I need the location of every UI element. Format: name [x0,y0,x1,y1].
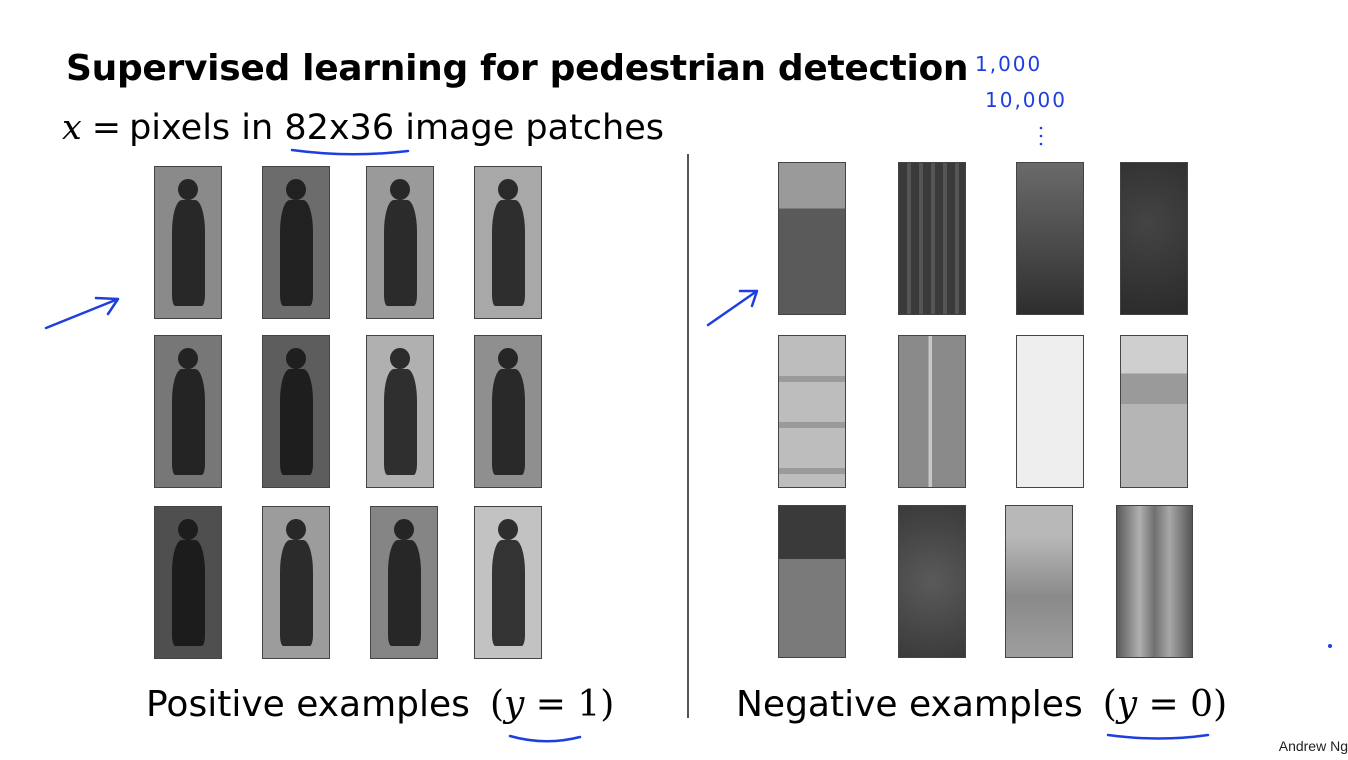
positive-patch [474,166,542,319]
negative-patch [1016,335,1084,488]
negative-patch [898,505,966,658]
negative-patch [898,162,966,315]
positive-patch [474,335,542,488]
label-value: 1 [577,684,601,725]
negative-patch [778,505,846,658]
y-variable: y [503,684,525,725]
equals-sign: = [1137,684,1191,725]
negative-caption: Negative examples (y = 0) [736,684,1227,725]
negative-expression: (y = 0) [1103,684,1227,725]
subtitle-suffix: image patches [394,108,664,148]
negative-patch [1120,162,1188,315]
patch-size: 82x36 [284,108,395,148]
handwritten-count-small: 1,000 [975,52,1043,76]
label-value: 0 [1190,684,1214,725]
stray-dot [1328,644,1332,648]
positive-patch [474,506,542,659]
positive-expression: (y = 1) [490,684,614,725]
underline-patch-size [290,148,410,156]
positive-label: Positive examples [146,684,470,725]
positive-patch [366,166,434,319]
positive-patch [366,335,434,488]
subtitle-prefix: pixels in [129,108,285,148]
ellipsis-dot [1039,142,1043,146]
positive-patch [154,506,222,659]
underline-negative [1106,733,1210,740]
positive-patch [154,335,222,488]
equals-sign: = [91,108,122,148]
positive-caption: Positive examples (y = 1) [146,684,614,725]
arrow-icon [706,289,759,327]
author-credit: Andrew Ng [1278,738,1348,754]
negative-patch [1005,505,1073,658]
paren-close: ) [1213,684,1228,725]
negative-patch [898,335,966,488]
equals-sign: = [524,684,578,725]
positive-patch [154,166,222,319]
handwritten-count-large: 10,000 [985,88,1067,112]
y-variable: y [1116,684,1138,725]
positive-patch [370,506,438,659]
negative-patch [1120,335,1188,488]
positive-patch [262,335,330,488]
paren-open: ( [489,684,504,725]
x-variable: x [62,108,82,148]
arrow-icon [44,296,120,330]
underline-positive [508,734,582,743]
paren-open: ( [1102,684,1117,725]
ellipsis-dot [1039,134,1043,138]
slide-title: Supervised learning for pedestrian detec… [66,48,969,89]
negative-patch [1016,162,1084,315]
ellipsis-dot [1039,126,1043,130]
subtitle: x=pixels in 82x36 image patches [62,108,664,148]
negative-patch [778,335,846,488]
positive-patch [262,506,330,659]
negative-patch [1116,505,1193,658]
positive-patch [262,166,330,319]
column-divider [687,154,689,718]
paren-close: ) [600,684,615,725]
negative-patch [778,162,846,315]
negative-label: Negative examples [736,684,1083,725]
